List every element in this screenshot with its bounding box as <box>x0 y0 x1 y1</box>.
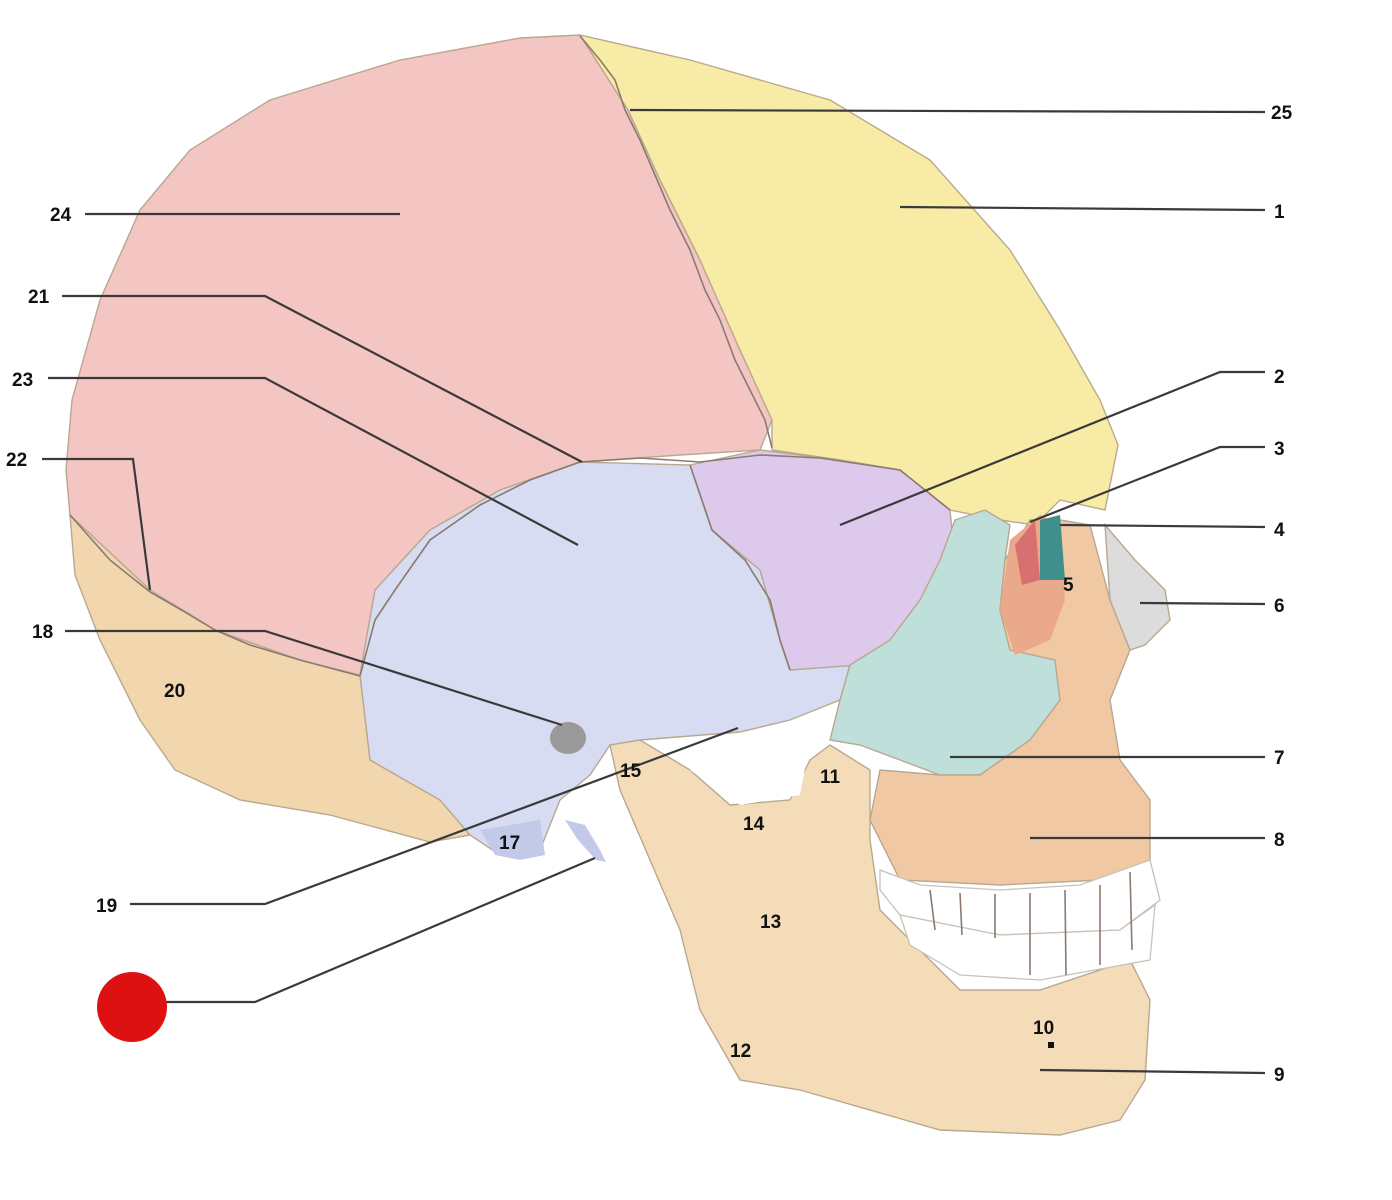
label-14: 14 <box>743 814 765 835</box>
label-15: 15 <box>620 761 642 782</box>
label-17: 17 <box>499 833 520 854</box>
label-6: 6 <box>1274 596 1285 617</box>
label-23: 23 <box>12 370 33 391</box>
label-13: 13 <box>760 912 781 933</box>
label-4: 4 <box>1274 520 1285 541</box>
leader-marker <box>165 858 595 1002</box>
label-8: 8 <box>1274 830 1285 851</box>
label-11: 11 <box>820 767 841 788</box>
label-20: 20 <box>164 681 185 702</box>
label-9: 9 <box>1274 1065 1285 1086</box>
label-12: 12 <box>730 1041 751 1062</box>
label-21: 21 <box>28 287 50 308</box>
label-7: 7 <box>1274 748 1285 769</box>
label-19: 19 <box>96 896 117 917</box>
ear-opening <box>550 722 586 754</box>
styloid-process <box>565 820 606 862</box>
leader-6 <box>1140 603 1265 604</box>
label-10: 10 <box>1033 1018 1054 1039</box>
red-marker-circle[interactable] <box>97 972 167 1042</box>
label-24: 24 <box>50 205 72 226</box>
label-22: 22 <box>6 450 27 471</box>
label-18: 18 <box>32 622 53 643</box>
label-2: 2 <box>1274 367 1285 388</box>
label-3: 3 <box>1274 439 1285 460</box>
label-5: 5 <box>1063 575 1074 596</box>
label-1: 1 <box>1274 202 1285 223</box>
label-25: 25 <box>1271 103 1293 124</box>
mental-foramen-dot <box>1048 1042 1054 1048</box>
